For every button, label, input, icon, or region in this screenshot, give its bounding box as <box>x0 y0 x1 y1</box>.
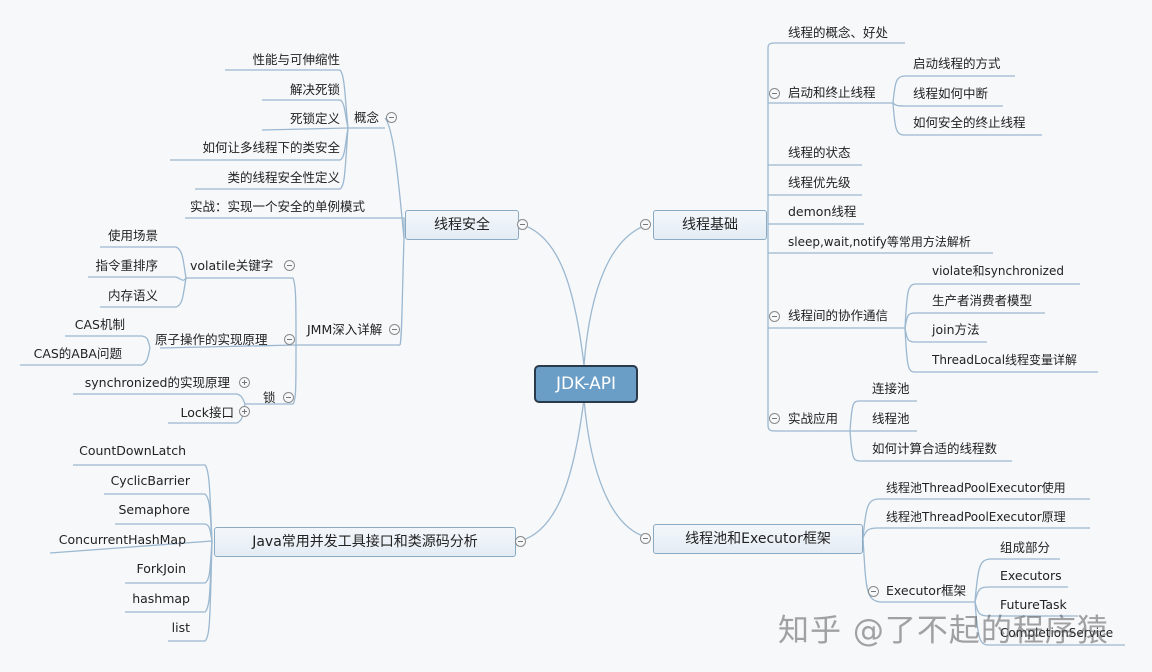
leaf-node[interactable]: list <box>171 620 190 635</box>
node-executor-framework[interactable]: Executor框架 <box>886 583 967 598</box>
leaf-node[interactable]: 指令重排序 <box>95 258 158 273</box>
collapse-toggle-icon[interactable] <box>769 88 780 99</box>
leaf-node[interactable]: ThreadLocal线程变量详解 <box>932 353 1078 367</box>
leaf-node[interactable]: hashmap <box>132 591 190 606</box>
node-thread-basics[interactable]: 线程基础 <box>653 210 767 240</box>
leaf-node[interactable]: FutureTask <box>1000 597 1067 612</box>
node-thread-safety[interactable]: 线程安全 <box>405 210 519 240</box>
leaf-node[interactable]: 实战：实现一个安全的单例模式 <box>190 199 366 214</box>
node-start-stop[interactable]: 启动和终止线程 <box>788 85 876 100</box>
leaf-node[interactable]: 组成部分 <box>1000 540 1051 555</box>
node-jmm[interactable]: JMM深入详解 <box>307 322 383 337</box>
leaf-node[interactable]: 内存语义 <box>107 288 158 303</box>
collapse-toggle-icon[interactable] <box>640 219 651 230</box>
leaf-node[interactable]: Lock接口 <box>180 405 234 420</box>
leaf-node[interactable]: 使用场景 <box>107 228 158 243</box>
node-concurrency-tools[interactable]: Java常用并发工具接口和类源码分析 <box>214 527 516 557</box>
collapse-toggle-icon[interactable] <box>517 219 528 230</box>
leaf-node[interactable]: 线程的概念、好处 <box>788 25 889 40</box>
leaf-node[interactable]: CAS机制 <box>74 317 125 332</box>
leaf-node[interactable]: 如何计算合适的线程数 <box>872 441 998 456</box>
node-concept[interactable]: 概念 <box>354 110 380 125</box>
leaf-node[interactable]: 解决死锁 <box>289 82 340 97</box>
leaf-node[interactable]: violate和synchronized <box>932 264 1064 278</box>
leaf-node[interactable]: 连接池 <box>872 381 910 396</box>
collapse-toggle-icon[interactable] <box>769 311 780 322</box>
collapse-toggle-icon[interactable] <box>386 112 397 123</box>
leaf-node[interactable]: 生产者消费者模型 <box>932 293 1033 308</box>
leaf-node[interactable]: 线程的状态 <box>788 145 851 160</box>
leaf-node[interactable]: 启动线程的方式 <box>913 56 1001 71</box>
leaf-node[interactable]: demon线程 <box>788 204 857 219</box>
leaf-node[interactable]: CompletionService <box>1000 626 1114 640</box>
expand-toggle-icon[interactable] <box>239 377 250 388</box>
leaf-node[interactable]: sleep,wait,notify等常用方法解析 <box>788 235 971 249</box>
leaf-node[interactable]: CyclicBarrier <box>110 473 190 488</box>
collapse-toggle-icon[interactable] <box>769 413 780 424</box>
collapse-toggle-icon[interactable] <box>515 536 526 547</box>
leaf-node[interactable]: 如何安全的终止线程 <box>913 115 1026 130</box>
leaf-node[interactable]: ForkJoin <box>136 561 187 576</box>
collapse-toggle-icon[interactable] <box>640 533 651 544</box>
leaf-node[interactable]: 如何让多线程下的类安全 <box>202 140 340 155</box>
node-cooperation[interactable]: 线程间的协作通信 <box>788 308 889 323</box>
node-practice[interactable]: 实战应用 <box>788 411 839 426</box>
leaf-node[interactable]: 线程池ThreadPoolExecutor原理 <box>886 510 1066 524</box>
collapse-toggle-icon[interactable] <box>283 392 294 403</box>
expand-toggle-icon[interactable] <box>239 406 250 417</box>
leaf-node[interactable]: synchronized的实现原理 <box>84 375 230 390</box>
leaf-node[interactable]: CountDownLatch <box>79 443 186 458</box>
leaf-node[interactable]: Semaphore <box>118 502 190 517</box>
leaf-node[interactable]: join方法 <box>932 322 980 337</box>
watermark: 知乎 @了不起的程序猿 <box>778 613 1109 649</box>
node-atomic[interactable]: 原子操作的实现原理 <box>155 332 268 347</box>
leaf-node[interactable]: Executors <box>1000 568 1062 583</box>
node-lock[interactable]: 锁 <box>263 390 276 405</box>
leaf-node[interactable]: 性能与可伸缩性 <box>252 52 340 67</box>
leaf-node[interactable]: 线程池 <box>872 411 910 426</box>
leaf-node[interactable]: 线程池ThreadPoolExecutor使用 <box>886 481 1066 495</box>
leaf-node[interactable]: 线程如何中断 <box>913 86 989 101</box>
root-node[interactable]: JDK-API <box>534 365 638 403</box>
leaf-node[interactable]: ConcurrentHashMap <box>58 532 186 547</box>
collapse-toggle-icon[interactable] <box>284 260 295 271</box>
collapse-toggle-icon[interactable] <box>389 324 400 335</box>
leaf-node[interactable]: 类的线程安全性定义 <box>227 170 340 185</box>
leaf-node[interactable]: CAS的ABA问题 <box>33 346 122 361</box>
leaf-node[interactable]: 线程优先级 <box>788 175 851 190</box>
collapse-toggle-icon[interactable] <box>284 334 295 345</box>
node-volatile[interactable]: volatile关键字 <box>190 258 274 273</box>
node-thread-pool-executor[interactable]: 线程池和Executor框架 <box>653 524 863 554</box>
leaf-node[interactable]: 死锁定义 <box>289 111 340 126</box>
collapse-toggle-icon[interactable] <box>868 586 879 597</box>
